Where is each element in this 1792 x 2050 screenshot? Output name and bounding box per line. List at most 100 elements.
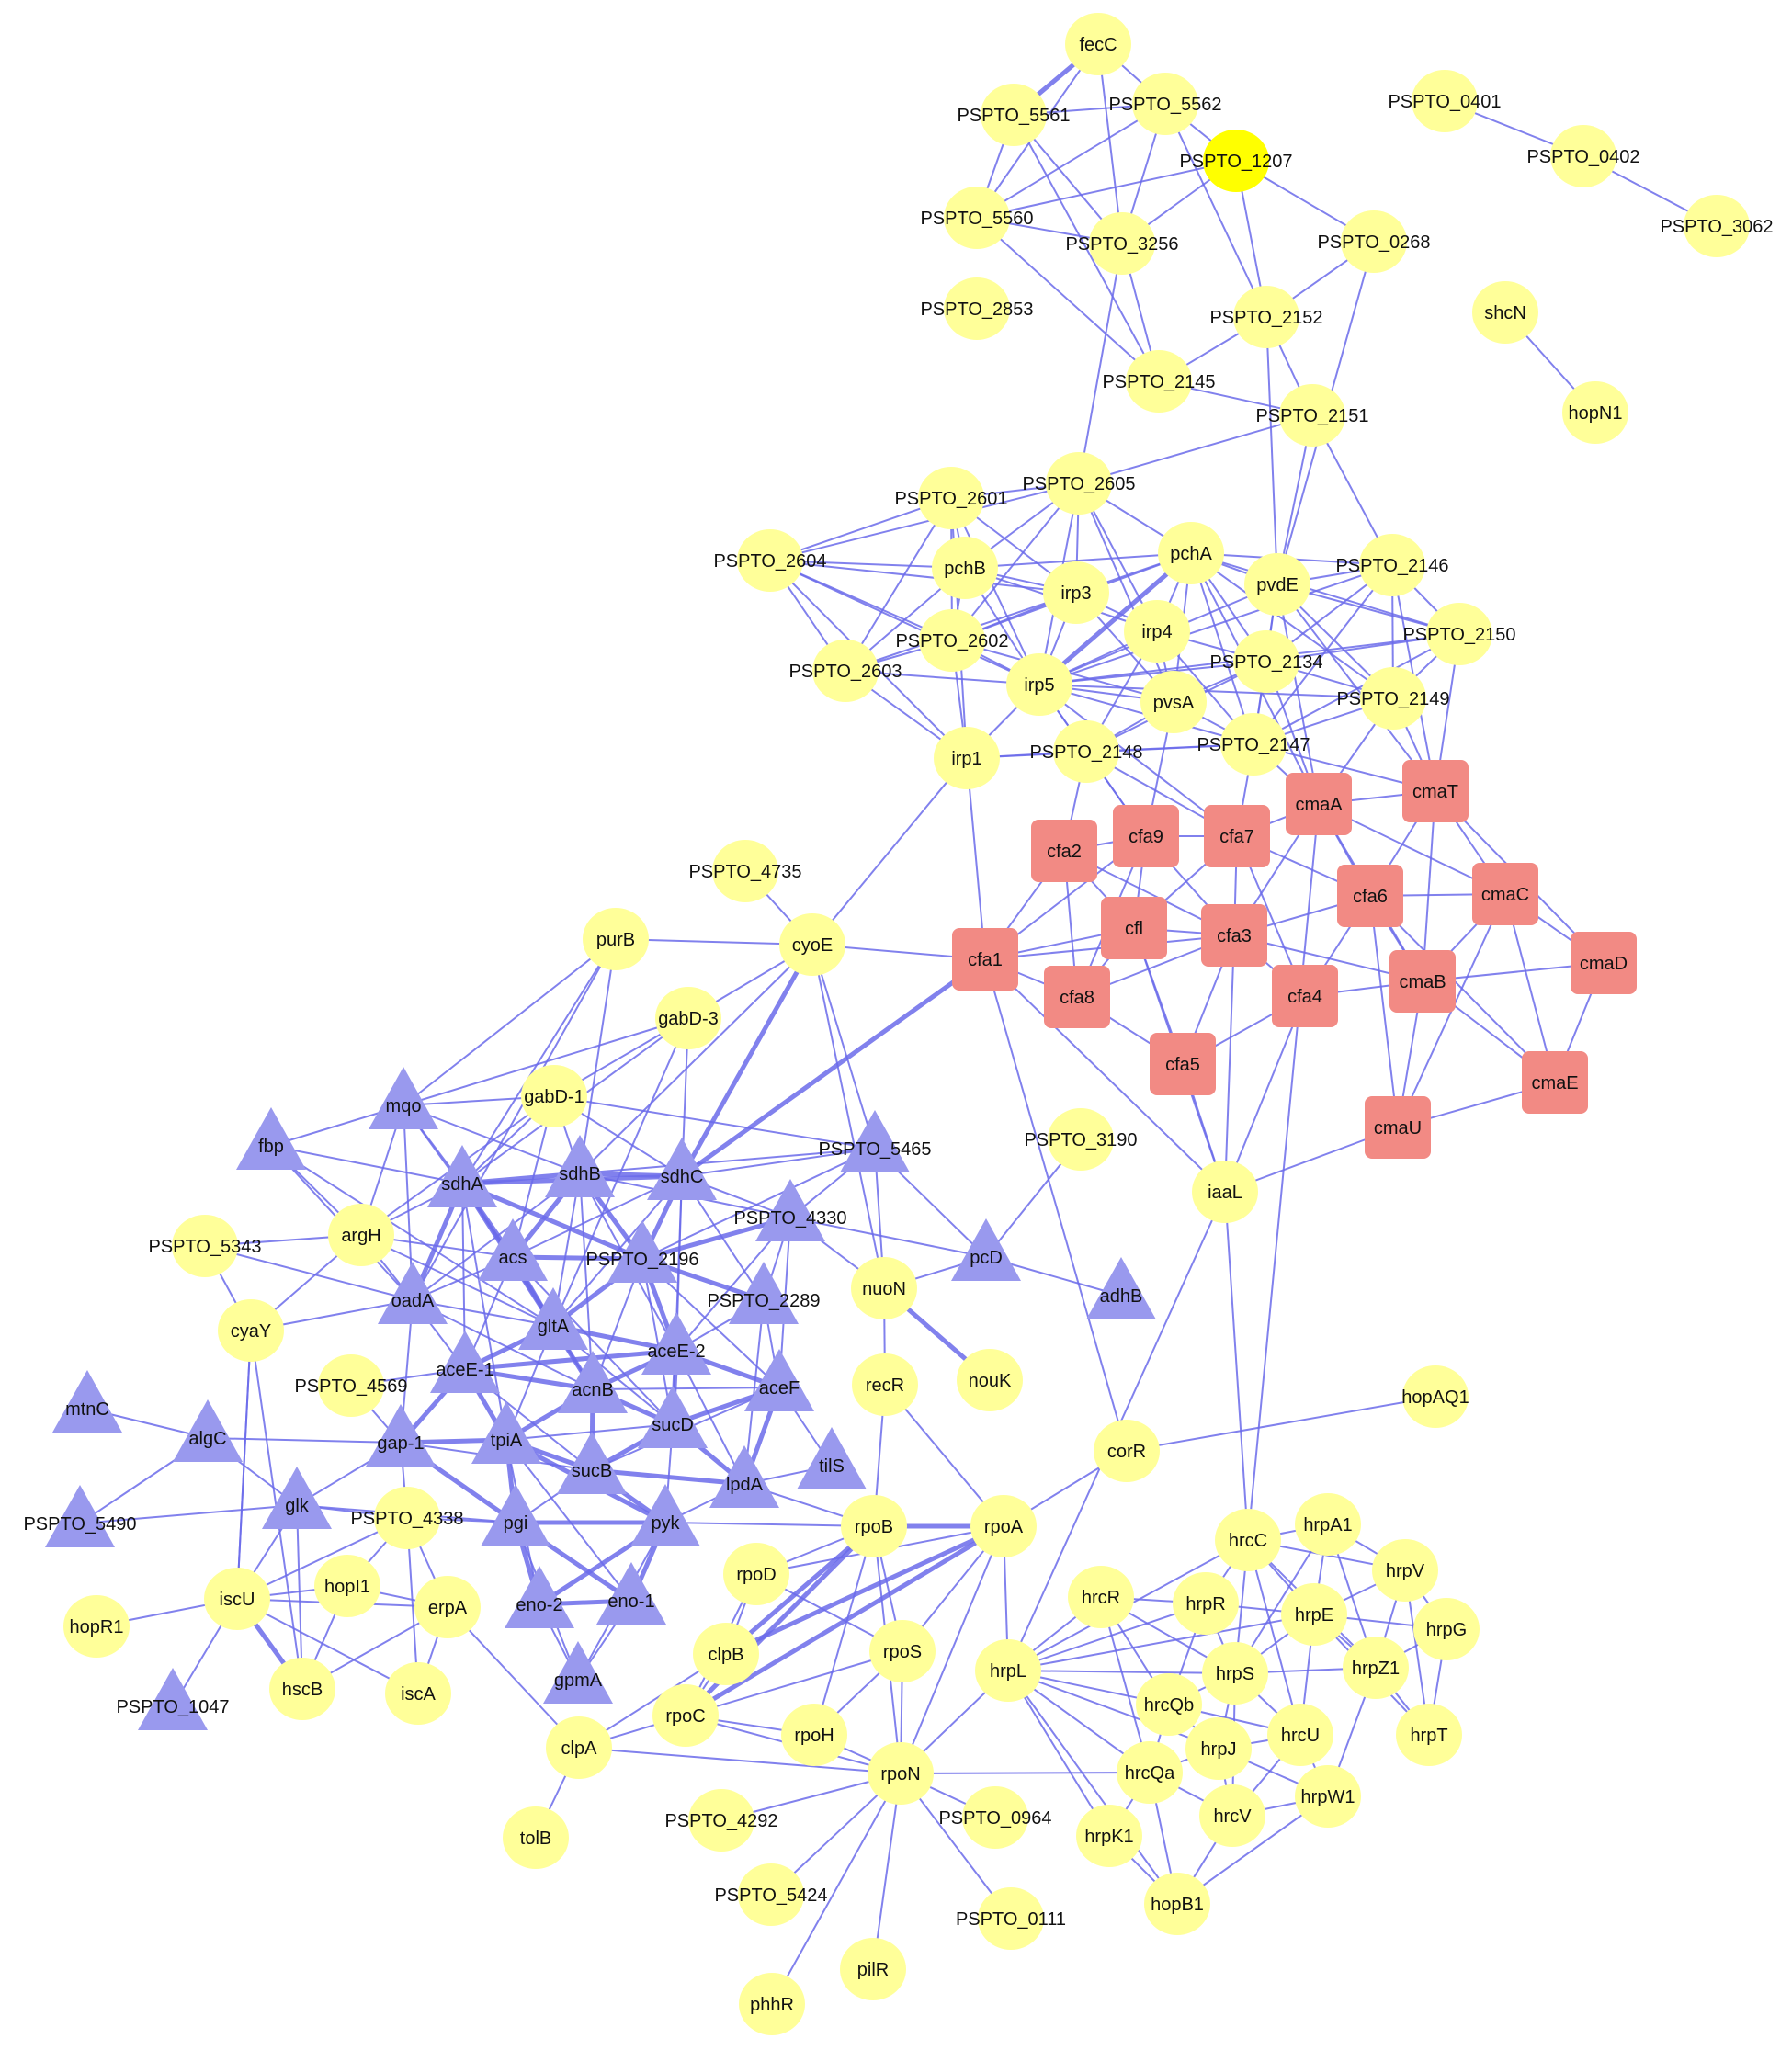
node-cfa7: cfa7 — [1204, 805, 1270, 867]
circle-node-shape — [1281, 1583, 1347, 1646]
node-label: aceF — [759, 1378, 800, 1399]
circle-node-shape — [975, 1639, 1041, 1702]
circle-node-shape — [1244, 553, 1310, 616]
edge — [552, 1017, 689, 1327]
node-pspto-5465: PSPTO_5465 — [818, 1110, 932, 1172]
circle-node-shape — [1220, 713, 1287, 776]
circle-node-shape — [1053, 720, 1119, 783]
node-cmad: cmaD — [1571, 932, 1637, 994]
node-pspto-2146: PSPTO_2146 — [1335, 534, 1449, 596]
node-label: PSPTO_2196 — [585, 1250, 698, 1270]
edge — [1078, 414, 1313, 484]
node-label: hrpE — [1295, 1605, 1333, 1625]
node-shcn: shcN — [1472, 281, 1538, 344]
edge — [579, 944, 813, 1174]
node-label: irp3 — [1060, 583, 1091, 604]
circle-node-shape — [1185, 1717, 1252, 1780]
node-label: PSPTO_2147 — [1197, 735, 1310, 755]
node-rpob: rpoB — [841, 1495, 907, 1557]
node-fecc: fecC — [1065, 13, 1131, 75]
node-pvde: pvdE — [1244, 553, 1310, 616]
node-cfa4: cfa4 — [1272, 965, 1338, 1027]
circle-node-shape — [737, 529, 803, 592]
node-sucd: sucD — [638, 1386, 708, 1448]
node-pspto-1047: PSPTO_1047 — [116, 1668, 230, 1730]
node-clpa: clpA — [546, 1716, 612, 1779]
square-node-shape — [1402, 760, 1469, 822]
node-label: sdhA — [441, 1174, 483, 1195]
square-node-shape — [1201, 904, 1267, 967]
edge — [552, 1175, 683, 1327]
circle-node-shape — [1043, 561, 1109, 624]
triangle-node-shape — [729, 1262, 799, 1324]
edge — [1078, 482, 1174, 703]
circle-node-shape — [1267, 1704, 1333, 1766]
circle-node-shape — [957, 1349, 1023, 1411]
triangle-node-shape — [471, 1401, 541, 1464]
node-label: PSPTO_2150 — [1402, 625, 1515, 645]
edge — [966, 757, 986, 960]
node-label: PSPTO_2152 — [1209, 308, 1322, 328]
node-label: sucB — [572, 1461, 612, 1481]
node-recr: recR — [852, 1353, 918, 1416]
node-cfa2: cfa2 — [1031, 820, 1097, 882]
circle-node-shape — [521, 1065, 587, 1127]
node-label: erpA — [428, 1598, 468, 1618]
node-label: PSPTO_3190 — [1024, 1130, 1137, 1150]
node-pspto-0964: PSPTO_0964 — [938, 1786, 1052, 1849]
node-label: PSPTO_5562 — [1108, 95, 1221, 115]
node-label: cmaB — [1399, 972, 1446, 992]
circle-node-shape — [1065, 13, 1131, 75]
node-pspto-2603: PSPTO_2603 — [788, 640, 902, 702]
node-label: nouK — [969, 1371, 1012, 1391]
node-tolb: tolB — [503, 1806, 569, 1869]
node-label: acs — [498, 1248, 527, 1268]
node-pspto-2147: PSPTO_2147 — [1197, 713, 1310, 776]
node-pspto-4338: PSPTO_4338 — [350, 1487, 464, 1549]
square-node-shape — [1150, 1033, 1216, 1095]
edge — [1253, 564, 1393, 745]
circle-node-shape — [739, 1973, 805, 2035]
edge — [1007, 1670, 1219, 1750]
edge — [664, 1522, 875, 1527]
node-pspto-2134: PSPTO_2134 — [1209, 630, 1323, 693]
node-label: rpoS — [883, 1642, 922, 1662]
node-hrpv: hrpV — [1372, 1539, 1438, 1602]
node-pspto-5562: PSPTO_5562 — [1108, 73, 1222, 135]
edge — [964, 552, 1192, 569]
node-gpma: gpmA — [543, 1641, 613, 1704]
edge — [592, 1387, 780, 1390]
node-pspto-4569: PSPTO_4569 — [294, 1354, 408, 1417]
circle-node-shape — [1173, 1572, 1239, 1635]
node-label: PSPTO_5424 — [714, 1886, 827, 1906]
node-label: PSPTO_5465 — [818, 1139, 931, 1160]
circle-node-shape — [1684, 195, 1750, 257]
circle-node-shape — [1472, 281, 1538, 344]
node-label: tpiA — [491, 1431, 523, 1451]
node-sdha: sdhA — [427, 1145, 497, 1207]
node-hscb: hscB — [269, 1658, 335, 1720]
circle-node-shape — [1203, 130, 1269, 192]
node-pspto-2604: PSPTO_2604 — [713, 529, 827, 592]
node-label: PSPTO_2601 — [894, 489, 1007, 509]
node-hrpg: hrpG — [1413, 1598, 1480, 1660]
circle-node-shape — [1124, 600, 1190, 663]
circle-node-shape — [932, 537, 998, 599]
node-label: purB — [596, 930, 635, 950]
node-iaal: iaaL — [1192, 1161, 1258, 1223]
node-pspto-2151: PSPTO_2151 — [1255, 384, 1369, 447]
node-label: PSPTO_5490 — [23, 1514, 136, 1535]
circle-node-shape — [693, 1623, 759, 1685]
node-label: oadA — [391, 1291, 435, 1311]
edge — [811, 757, 968, 946]
node-erpa: erpA — [414, 1576, 481, 1638]
edge — [461, 1181, 643, 1262]
node-tpia: tpiA — [471, 1401, 541, 1464]
edge — [412, 938, 617, 1301]
node-label: cmaE — [1531, 1073, 1578, 1093]
node-pspto-2149: PSPTO_2149 — [1336, 667, 1450, 730]
square-node-shape — [1101, 897, 1167, 959]
node-hrcr: hrcR — [1068, 1566, 1134, 1628]
circle-node-shape — [1412, 70, 1478, 132]
triangle-node-shape — [236, 1107, 306, 1170]
